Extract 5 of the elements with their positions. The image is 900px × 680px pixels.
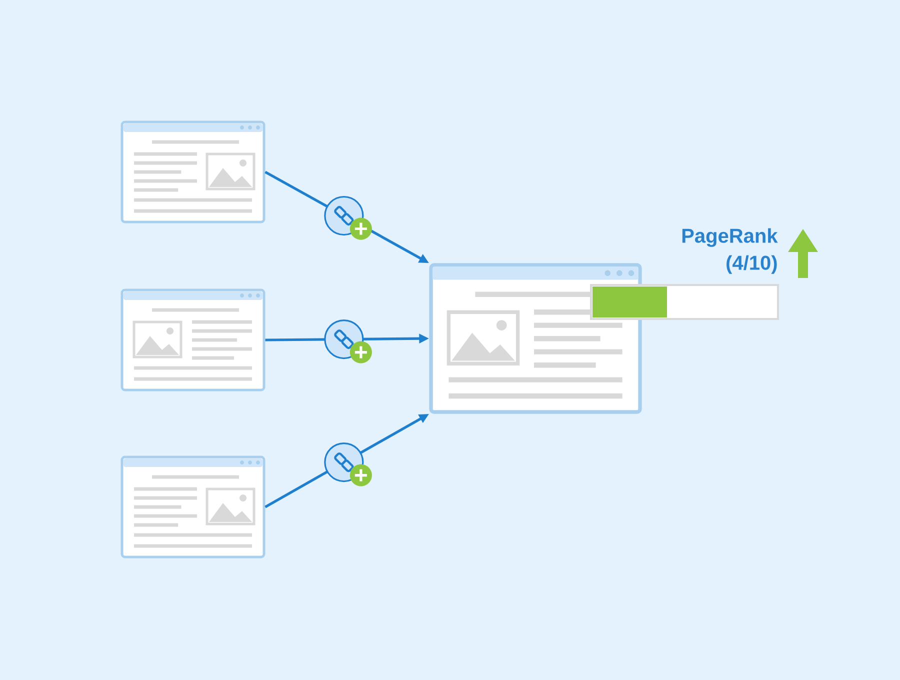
webpage-drawing: [120, 288, 266, 392]
webpage-drawing: [120, 456, 266, 558]
webpage-drawing: [429, 263, 642, 414]
webpage-drawing: [120, 120, 266, 224]
rank-label: PageRank (4/10): [682, 228, 778, 274]
